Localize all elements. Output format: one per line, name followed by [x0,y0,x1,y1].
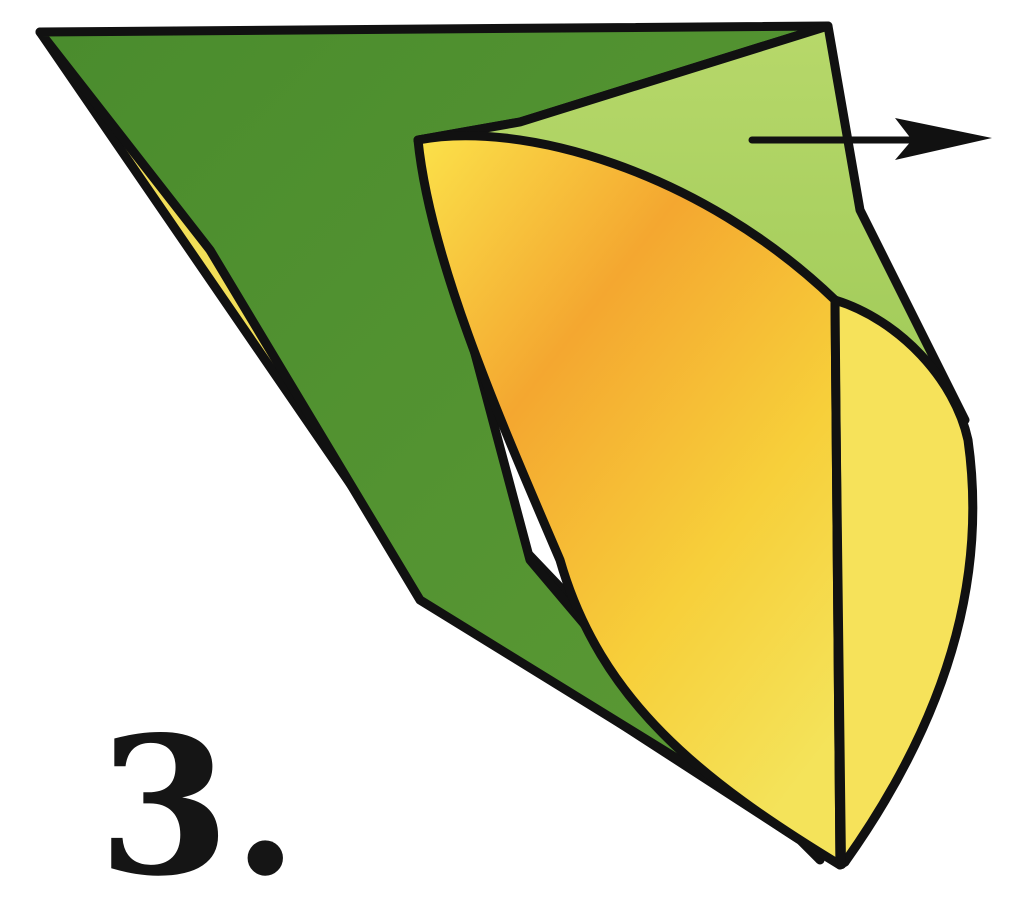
step-number-label: 3. [98,712,300,902]
